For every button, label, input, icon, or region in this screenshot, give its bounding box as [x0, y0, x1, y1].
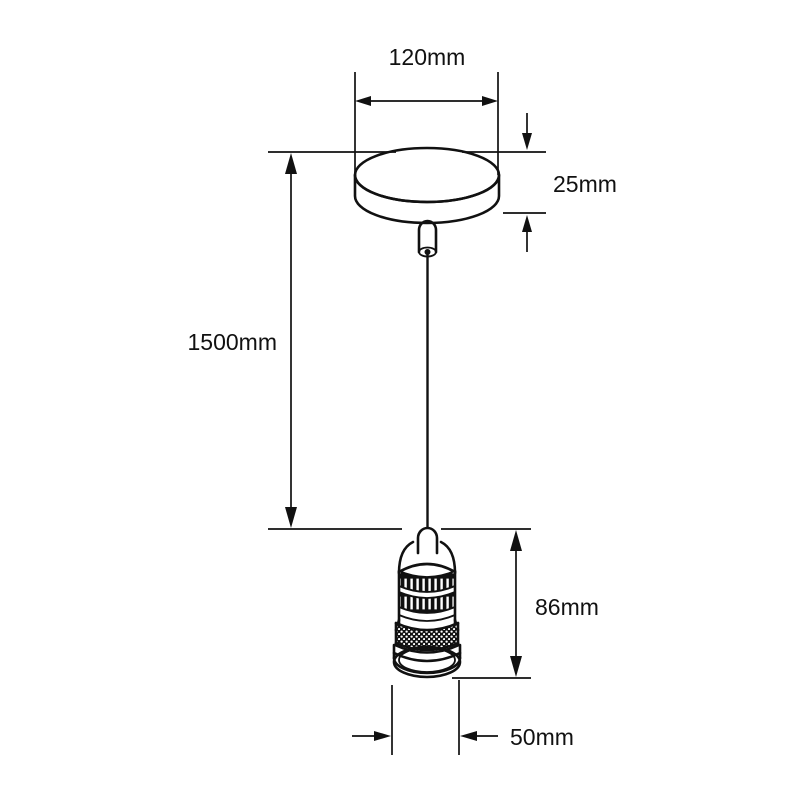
knurl-band-upper-bottom-edge: [398, 585, 456, 593]
dimension-86mm: 86mm: [452, 530, 599, 679]
lampholder-dome-top: [397, 562, 457, 574]
arrow-86mm-bottom: [510, 656, 522, 677]
lampholder: [392, 526, 462, 679]
arrow-25mm-upper: [522, 133, 532, 150]
stipple-band-top-edge: [394, 621, 460, 632]
lampholder-mouth-outer: [392, 645, 462, 679]
arrow-1500mm-bottom: [285, 507, 297, 528]
stipple-band-bottom-edge: [394, 641, 460, 652]
arrow-25mm-lower: [522, 215, 532, 232]
knurl-band-lower-top-edge: [398, 591, 456, 599]
arrow-50mm-left: [374, 731, 391, 741]
lampholder-cord-grip: [416, 526, 439, 555]
ceiling-rose: [353, 146, 501, 258]
dim-label-86mm: 86mm: [535, 594, 599, 620]
knurl-band-lower-bottom-edge: [398, 606, 456, 614]
ceiling-rose-body-outline: [353, 173, 501, 225]
lampholder-barrel-sides: [397, 569, 457, 627]
dim-label-1500mm: 1500mm: [188, 329, 277, 355]
dim-label-120mm: 120mm: [389, 44, 466, 70]
dim-label-50mm: 50mm: [510, 724, 574, 750]
arrow-120mm-right: [482, 96, 498, 106]
knurl-band-upper-top-edge: [398, 570, 456, 578]
cord-grip-aperture: [424, 249, 431, 255]
cord-grip-body: [417, 219, 438, 254]
arrow-50mm-right: [460, 731, 477, 741]
arrow-120mm-left: [355, 96, 371, 106]
stipple-band-sides: [394, 621, 460, 647]
arrow-86mm-top: [510, 530, 522, 551]
dimension-25mm: 25mm: [503, 113, 617, 252]
dim-label-25mm: 25mm: [553, 171, 617, 197]
lampholder-shoulder: [397, 540, 457, 575]
arrow-1500mm-top: [285, 153, 297, 174]
dimension-50mm: 50mm: [352, 680, 574, 755]
shade-ring-1: [393, 643, 461, 654]
lampholder-mouth-inner: [398, 647, 456, 673]
ceiling-rose-top-rim: [353, 146, 501, 204]
dimension-120mm: 120mm: [354, 44, 499, 175]
lampholder-mouth-outer-wall: [392, 656, 462, 675]
lampholder-mid-ring: [398, 614, 456, 622]
shade-ring-sides: [392, 643, 462, 660]
dimension-1500mm: 1500mm: [188, 153, 297, 528]
